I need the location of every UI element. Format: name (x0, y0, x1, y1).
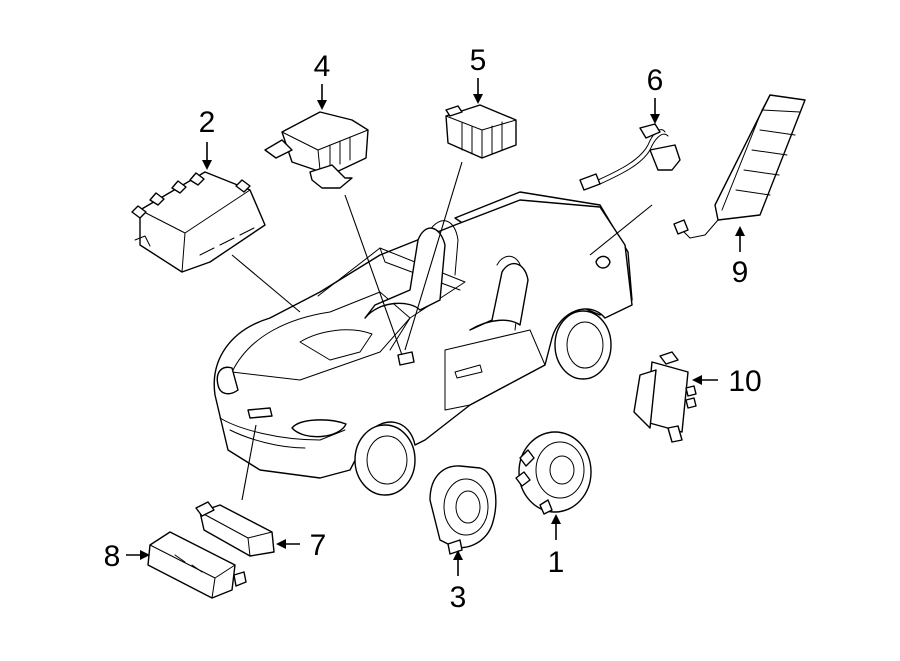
part-9-curtain-airbag (673, 94, 806, 239)
callout-1: 1 (548, 546, 565, 579)
callout-arrows (126, 78, 745, 576)
vehicle-illustration (213, 191, 633, 496)
part-1-steering-airbag (515, 431, 592, 515)
part-8-module (147, 531, 247, 599)
callout-8: 8 (104, 540, 121, 573)
part-4-control-module (264, 111, 369, 189)
callout-4: 4 (314, 50, 331, 83)
part-3-clockspring (429, 465, 497, 555)
callout-3: 3 (450, 581, 467, 614)
part-2-airbag-module (131, 171, 266, 273)
leader-lines (231, 161, 653, 501)
part-6-harness (579, 123, 681, 191)
callout-6: 6 (647, 64, 664, 97)
callout-5: 5 (470, 44, 487, 77)
callout-7: 7 (310, 529, 327, 562)
part-10-bracket (633, 351, 697, 443)
callout-2: 2 (199, 106, 216, 139)
callout-numbers: 2 4 5 6 9 10 1 3 7 8 (104, 44, 762, 614)
part-5-sensor (445, 104, 517, 159)
callout-10: 10 (728, 365, 761, 398)
part-7-impact-sensor (195, 501, 275, 557)
callout-9: 9 (732, 256, 749, 289)
